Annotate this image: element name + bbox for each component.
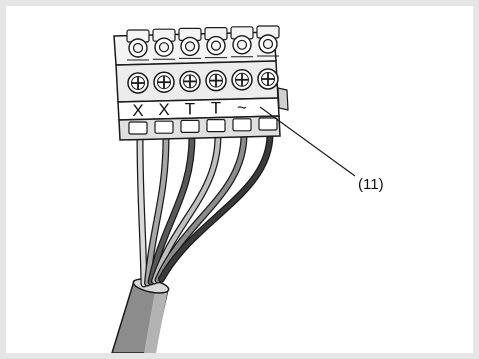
wire-clamp-hole — [158, 42, 170, 53]
screw-head-ring — [183, 74, 197, 89]
wire-entry-slot — [232, 118, 252, 132]
callout-label: (11) — [358, 176, 384, 193]
wire — [152, 133, 221, 284]
wire — [137, 135, 147, 287]
wire-entry-slot — [180, 119, 200, 134]
wire-entries — [128, 117, 278, 135]
terminal-label: T — [211, 99, 221, 118]
terminal-label: T — [185, 99, 195, 118]
terminal-label: X — [132, 101, 143, 120]
wire-entry-slot — [206, 118, 226, 133]
wire-clamps — [126, 25, 280, 61]
screw-head-ring — [209, 73, 223, 88]
wire-clamp-hole — [132, 42, 144, 54]
wire-clamp-hole — [184, 41, 196, 52]
screw-head-ring — [261, 72, 275, 86]
wire-clamp-hole — [210, 40, 222, 51]
terminal-label: ~ — [237, 98, 247, 117]
screw-head-ring — [157, 75, 171, 90]
wire — [159, 131, 273, 282]
wire — [145, 134, 169, 286]
wire — [155, 132, 247, 283]
screw-head-ring — [131, 76, 145, 90]
cable-jacket-highlight — [144, 285, 168, 353]
cable — [111, 278, 170, 353]
wire-clamp-hole — [236, 39, 248, 50]
callout-leader-line — [259, 106, 356, 177]
wire-entry-slot — [258, 117, 278, 131]
wire-entry-slot — [128, 121, 148, 135]
screw-head-ring — [235, 72, 249, 87]
terminal-block-side-tab — [277, 87, 289, 111]
wires — [136, 130, 274, 288]
wire — [148, 134, 195, 285]
callout: (11) — [259, 106, 384, 193]
wire-clamp-hole — [262, 38, 274, 50]
terminal-label: X — [158, 100, 169, 119]
wire-entry-slot — [154, 120, 174, 134]
screws — [127, 68, 279, 94]
